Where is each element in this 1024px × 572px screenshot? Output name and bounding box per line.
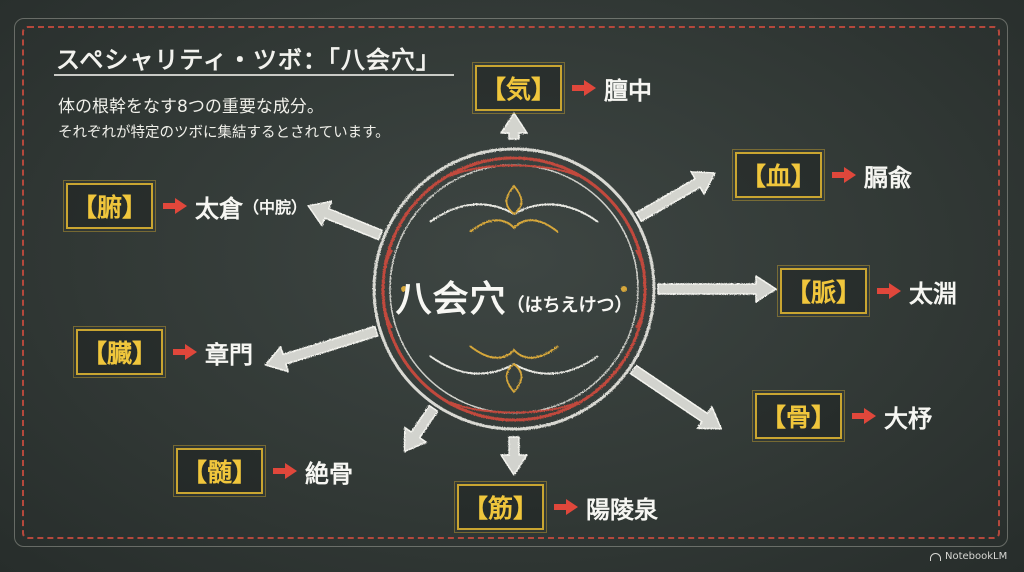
node-acupoint: 膻中: [604, 76, 653, 105]
flourish-bottom-leaf: [505, 362, 523, 394]
center-ornament: [372, 147, 656, 431]
spoke-arrow-zou: [264, 325, 379, 373]
spoke-arrow-kotsu: [629, 364, 723, 430]
spoke-arrows: [264, 112, 777, 476]
red-arrow-icon: [273, 463, 298, 479]
node-kanji: 【腑】: [62, 180, 157, 232]
node-acupoint: 太淵: [909, 279, 958, 308]
node-kanji: 【髄】: [172, 445, 267, 497]
node-ketsu: 【血】 膈兪: [731, 149, 913, 201]
node-acupoint: 太倉: [195, 194, 244, 223]
node-fu: 【腑】 太倉 （中脘）: [62, 180, 308, 232]
title-underline: [54, 74, 454, 76]
spoke-arrow-ki: [500, 112, 528, 140]
dashed-frame: [22, 26, 1000, 539]
flourish-right: [635, 249, 646, 329]
center-name: 八会穴: [395, 279, 507, 320]
node-myaku: 【脈】 太淵: [776, 265, 958, 317]
node-kanji: 【臓】: [72, 326, 167, 378]
flourish-bottom-gold: [469, 345, 559, 359]
page-title: スペシャリティ・ツボ：「八会穴」: [56, 46, 441, 74]
node-kanji: 【気】: [471, 62, 566, 114]
flourish-top-leaf: [505, 184, 523, 216]
node-acupoint: 章門: [205, 340, 254, 369]
node-acupoint: 陽陵泉: [586, 495, 659, 524]
red-arrow-icon: [852, 408, 877, 424]
node-kanji: 【血】: [731, 149, 826, 201]
flourish-top-gold: [469, 219, 559, 233]
node-zou: 【臓】 章門: [72, 326, 254, 378]
red-arrow-icon: [877, 283, 902, 299]
center-label: 八会穴（はちえけつ）: [370, 270, 658, 322]
node-kin: 【筋】 陽陵泉: [453, 481, 659, 533]
node-ki: 【気】 膻中: [471, 62, 653, 114]
node-kanji: 【骨】: [751, 390, 846, 442]
flourish-left: [382, 249, 393, 329]
red-arrow-icon: [173, 344, 198, 360]
spoke-arrow-kin: [500, 436, 528, 476]
node-acupoint: 膈兪: [864, 163, 913, 192]
center-reading: （はちえけつ）: [506, 295, 633, 316]
branding-text: NotebookLM: [945, 551, 1008, 562]
flourish-bottom-red: [449, 401, 579, 414]
notebooklm-icon: [930, 552, 941, 561]
node-acupoint-note: （中脘）: [243, 198, 308, 217]
red-arrow-icon: [163, 198, 188, 214]
spoke-arrow-fu: [307, 200, 384, 241]
spoke-arrow-ketsu: [635, 170, 716, 223]
node-acupoint: 大杼: [884, 404, 933, 433]
dot-right: [621, 286, 627, 292]
red-arrow-icon: [832, 167, 857, 183]
node-kanji: 【脈】: [776, 265, 871, 317]
node-zui: 【髄】 絶骨: [172, 445, 354, 497]
notebooklm-logo: NotebookLM: [930, 551, 1007, 562]
spoke-arrow-zui: [403, 404, 439, 453]
node-kanji: 【筋】: [453, 481, 548, 533]
node-kotsu: 【骨】 大杼: [751, 390, 933, 442]
spoke-arrow-myaku: [657, 275, 777, 303]
node-acupoint: 絶骨: [305, 459, 354, 488]
description-line-2: それぞれが特定のツボに集結するとされています。: [58, 125, 390, 141]
flourish-top-red: [449, 164, 579, 177]
outer-frame: [14, 18, 1008, 547]
red-arrow-icon: [554, 499, 579, 515]
red-arrow-icon: [572, 80, 597, 96]
center-ring-outer: [372, 147, 656, 431]
description-line-1: 体の根幹をなす8つの重要な成分。: [58, 97, 324, 117]
dot-left: [401, 286, 407, 292]
